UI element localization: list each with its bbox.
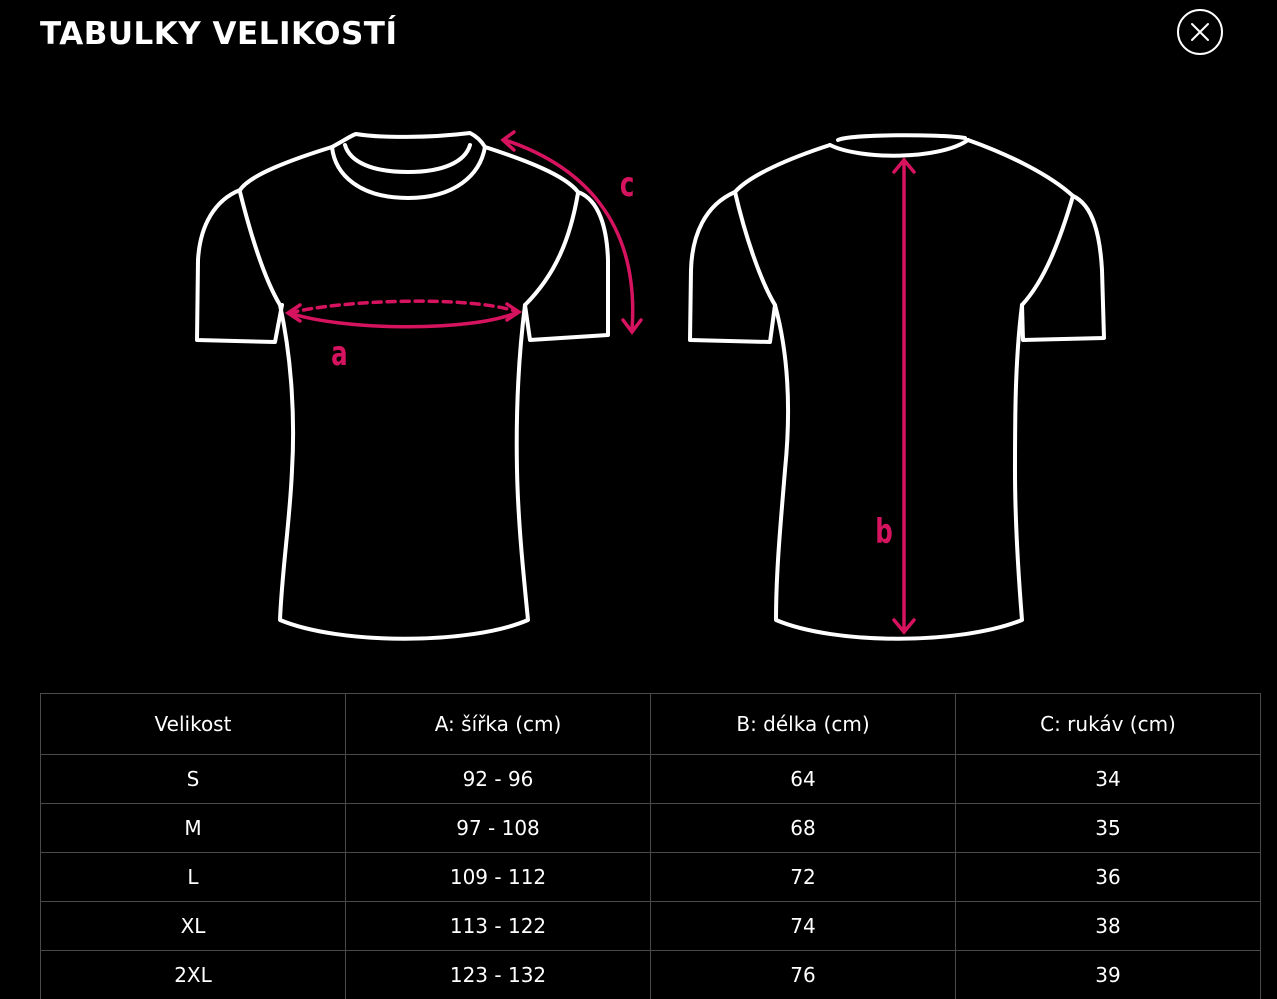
cell-size: L xyxy=(40,852,346,902)
column-header-sleeve: C: rukáv (cm) xyxy=(955,693,1261,755)
cell-length: 76 xyxy=(650,950,956,999)
cell-sleeve: 36 xyxy=(955,852,1261,902)
cell-width: 92 - 96 xyxy=(345,754,651,804)
cell-width: 97 - 108 xyxy=(345,803,651,853)
measure-b-label: b xyxy=(875,512,893,552)
cell-width: 123 - 132 xyxy=(345,950,651,999)
cell-sleeve: 35 xyxy=(955,803,1261,853)
cell-size: 2XL xyxy=(40,950,346,999)
table-row: L 109 - 112 72 36 xyxy=(40,852,1261,902)
table-row: 2XL 123 - 132 76 39 xyxy=(40,950,1261,999)
size-table: Velikost A: šířka (cm) B: délka (cm) C: … xyxy=(40,693,1261,999)
cell-sleeve: 34 xyxy=(955,754,1261,804)
tshirt-front-icon xyxy=(195,131,610,641)
cell-size: S xyxy=(40,754,346,804)
cell-size: M xyxy=(40,803,346,853)
table-header-row: Velikost A: šířka (cm) B: délka (cm) C: … xyxy=(40,693,1261,755)
measure-c-label: c xyxy=(619,165,635,205)
column-header-size: Velikost xyxy=(40,693,346,755)
cell-sleeve: 38 xyxy=(955,901,1261,951)
measure-a-arrow xyxy=(284,299,523,329)
column-header-width: A: šířka (cm) xyxy=(345,693,651,755)
cell-size: XL xyxy=(40,901,346,951)
column-header-length: B: délka (cm) xyxy=(650,693,956,755)
modal-title: TABULKY VELIKOSTÍ xyxy=(40,16,398,52)
table-row: XL 113 - 122 74 38 xyxy=(40,901,1261,951)
table-row: S 92 - 96 64 34 xyxy=(40,754,1261,804)
tshirt-illustration xyxy=(195,130,1106,641)
cell-length: 74 xyxy=(650,901,956,951)
cell-width: 113 - 122 xyxy=(345,901,651,951)
cell-sleeve: 39 xyxy=(955,950,1261,999)
cell-length: 68 xyxy=(650,803,956,853)
cell-width: 109 - 112 xyxy=(345,852,651,902)
measure-c-arrow xyxy=(500,130,643,335)
close-icon xyxy=(1191,23,1209,41)
close-button[interactable] xyxy=(1177,9,1223,55)
cell-length: 64 xyxy=(650,754,956,804)
table-row: M 97 - 108 68 35 xyxy=(40,803,1261,853)
measure-a-label: a xyxy=(331,334,348,374)
cell-length: 72 xyxy=(650,852,956,902)
measure-b-arrow xyxy=(892,157,916,635)
tshirt-back-icon xyxy=(688,133,1106,641)
